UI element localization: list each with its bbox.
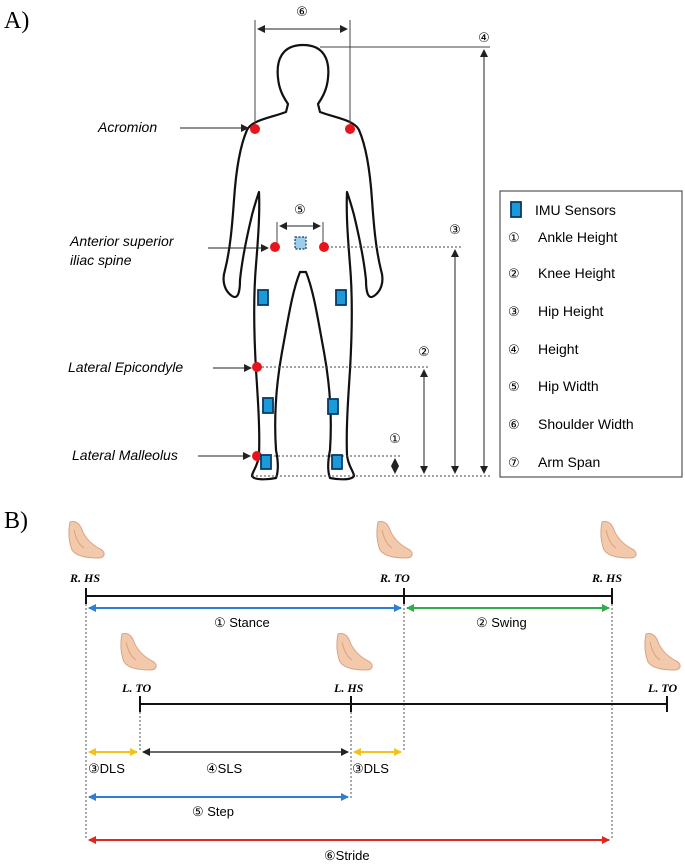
stance-label: ① Stance bbox=[214, 615, 270, 630]
asis-label-line1: Anterior superior bbox=[69, 233, 175, 249]
shoulder-width-marker: ⑥ bbox=[296, 5, 308, 20]
knee-height-marker: ② bbox=[418, 345, 430, 360]
asis-left-dot bbox=[270, 242, 280, 252]
imu-sensor-right-thigh bbox=[335, 289, 347, 306]
event-r-to: R. TO bbox=[379, 571, 410, 585]
legend-item-1: Ankle Height bbox=[538, 229, 617, 245]
legend-num-2: ② bbox=[508, 267, 520, 282]
event-l-hs: L. HS bbox=[333, 681, 364, 695]
legend-item-2: Knee Height bbox=[538, 265, 615, 281]
legend-num-7: ⑦ bbox=[508, 456, 520, 471]
asis-right-dot bbox=[319, 242, 329, 252]
dls-label-1: ③DLS bbox=[88, 761, 125, 776]
event-l-to-2: L. TO bbox=[647, 681, 677, 695]
imu-sensor-right-foot bbox=[331, 454, 343, 470]
imu-sensor-left-shank bbox=[262, 397, 274, 414]
body-silhouette bbox=[222, 43, 384, 481]
legend-item-5: Hip Width bbox=[538, 378, 599, 394]
hip-height-marker: ③ bbox=[449, 223, 461, 238]
legend-num-4: ④ bbox=[508, 343, 520, 358]
legend-item-7: Arm Span bbox=[538, 454, 600, 470]
lateral-epicondyle-dot bbox=[252, 362, 262, 372]
event-r-hs-1: R. HS bbox=[69, 571, 100, 585]
legend-num-6: ⑥ bbox=[508, 418, 520, 433]
stride-label: ⑥Stride bbox=[324, 848, 370, 863]
lateral-malleolus-label: Lateral Malleolus bbox=[72, 447, 178, 463]
imu-sensor-left-foot bbox=[260, 454, 272, 470]
left-foot-to-illustration bbox=[120, 632, 157, 671]
ankle-height-marker: ① bbox=[389, 432, 401, 447]
panel-a-label: A) bbox=[4, 8, 29, 34]
legend-item-4: Height bbox=[538, 341, 579, 357]
event-r-hs-2: R. HS bbox=[591, 571, 622, 585]
lateral-malleolus-dot bbox=[252, 451, 262, 461]
right-foot-hs2-illustration bbox=[600, 520, 637, 559]
legend-num-5: ⑤ bbox=[508, 380, 520, 395]
legend-sensor-icon bbox=[510, 201, 522, 218]
sls-label: ④SLS bbox=[206, 761, 243, 776]
asis-label-line2: iliac spine bbox=[70, 252, 132, 268]
hip-width-marker: ⑤ bbox=[294, 203, 306, 218]
legend-num-3: ③ bbox=[508, 305, 520, 320]
legend-item-3: Hip Height bbox=[538, 303, 603, 319]
dls-label-2: ③DLS bbox=[352, 761, 389, 776]
legend-sensor-label: IMU Sensors bbox=[535, 202, 616, 218]
legend-item-6: Shoulder Width bbox=[538, 416, 634, 432]
right-foot-hs-illustration bbox=[68, 520, 105, 559]
imu-sensor-left-thigh bbox=[257, 289, 269, 306]
lateral-epicondyle-label: Lateral Epicondyle bbox=[68, 359, 183, 375]
acromion-left-dot bbox=[250, 124, 260, 134]
acromion-right-dot bbox=[345, 124, 355, 134]
left-foot-hs-illustration bbox=[336, 632, 373, 671]
legend-num-1: ① bbox=[508, 231, 520, 246]
event-l-to-1: L. TO bbox=[121, 681, 151, 695]
legend-box: IMU Sensors ① Ankle Height ② Knee Height… bbox=[499, 190, 683, 478]
panel-b-label: B) bbox=[4, 508, 28, 534]
step-label: ⑤ Step bbox=[192, 804, 234, 819]
right-foot-to-illustration bbox=[376, 520, 413, 559]
acromion-label: Acromion bbox=[97, 119, 157, 135]
swing-label: ② Swing bbox=[476, 615, 527, 630]
left-foot-to2-illustration bbox=[644, 632, 681, 671]
imu-sensor-right-shank bbox=[327, 398, 339, 415]
height-marker: ④ bbox=[478, 31, 490, 46]
imu-sensor-pelvis bbox=[294, 236, 307, 250]
